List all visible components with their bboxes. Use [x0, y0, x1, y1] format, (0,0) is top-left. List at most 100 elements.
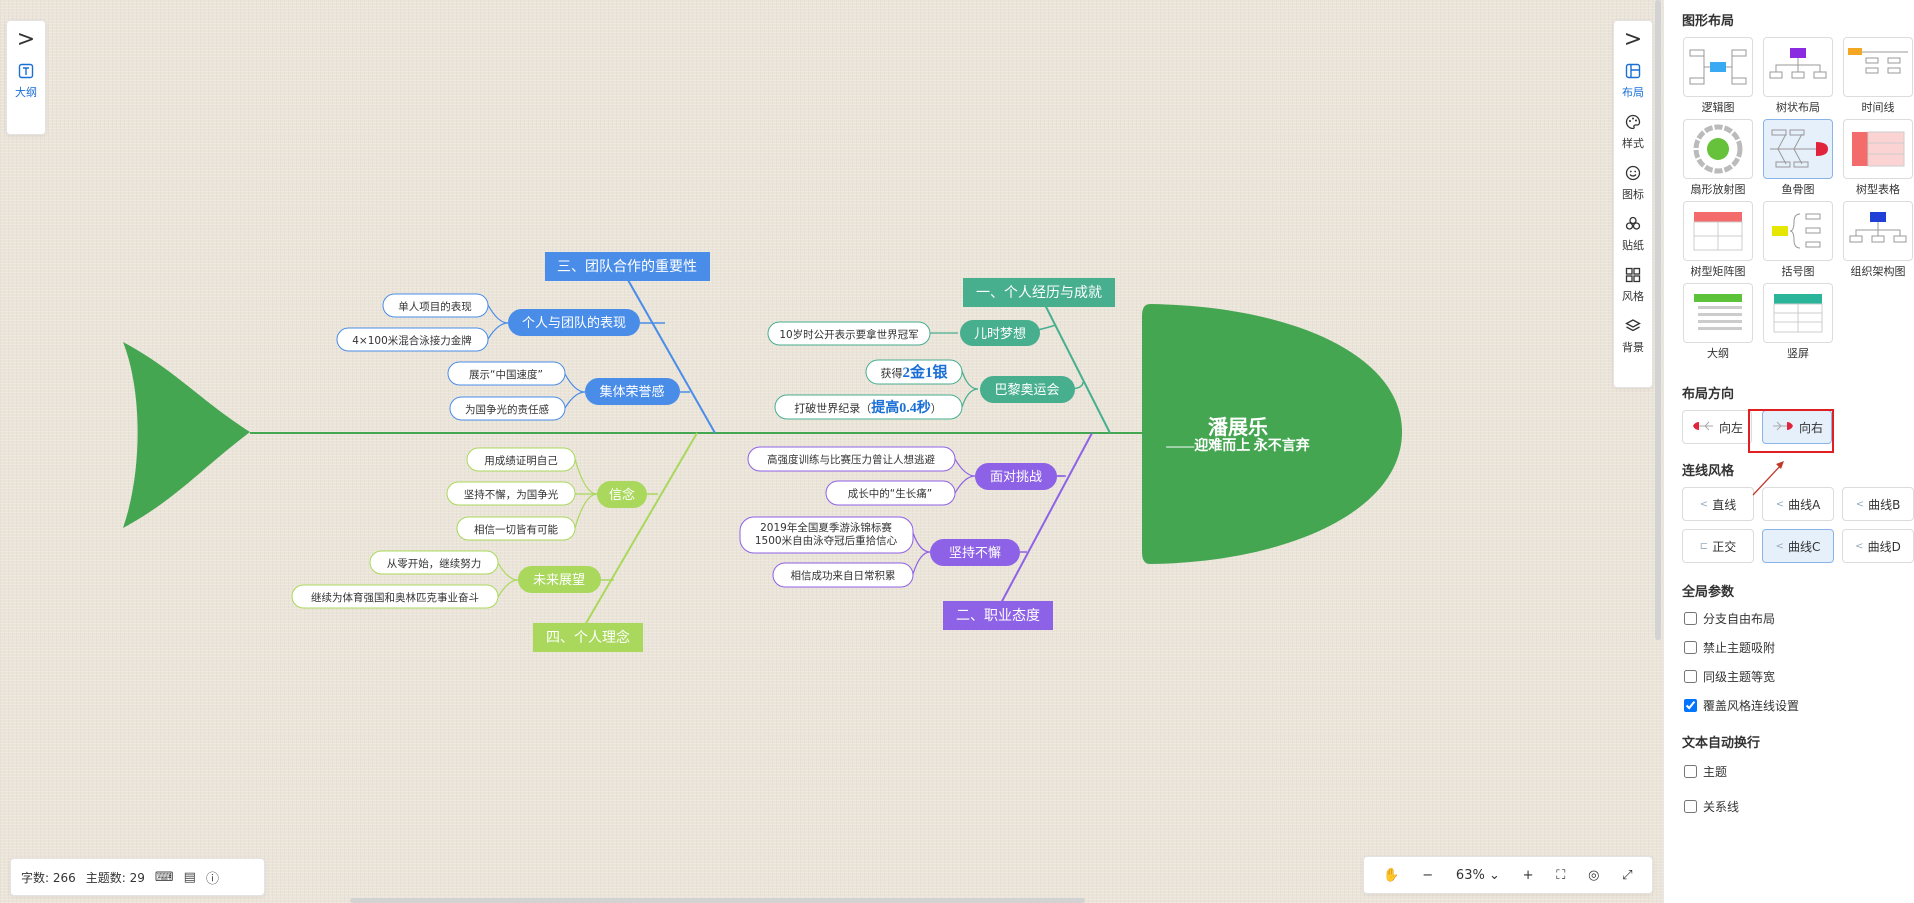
layout-timeline[interactable]: 时间线	[1842, 37, 1914, 115]
free-branch-checkbox[interactable]	[1684, 612, 1697, 625]
logic-map-icon	[1683, 37, 1753, 97]
b2-sub-2[interactable]	[930, 539, 1020, 566]
b3-sub-1[interactable]	[508, 309, 640, 336]
layout-tree-table[interactable]: 树型表格	[1842, 119, 1914, 197]
b1-leaf-3-text: 打破世界纪录（提高0.4秒）	[794, 399, 942, 416]
fish-right-icon	[1771, 420, 1795, 435]
b2-leaf-4[interactable]	[772, 562, 914, 588]
zoom-out-button[interactable]: −	[1422, 867, 1434, 883]
layout-radial[interactable]: 扇形放射图	[1682, 119, 1754, 197]
outline-label: 大纲	[15, 86, 37, 99]
branch-1-title[interactable]	[963, 278, 1115, 307]
fish-left-icon	[1691, 420, 1715, 435]
option-override-lines[interactable]: 覆盖风格连线设置	[1684, 697, 1906, 714]
b1-sub-1[interactable]	[960, 320, 1040, 346]
b3-leaf-4[interactable]	[449, 396, 566, 421]
zoom-level[interactable]: 63% ⌄	[1455, 867, 1500, 883]
branch-3-title-text: 三、团队合作的重要性	[557, 259, 697, 275]
b4-leaf-5[interactable]	[291, 584, 499, 609]
layout-tree-matrix[interactable]: 树型矩阵图	[1682, 201, 1754, 279]
b2-leaf-3[interactable]	[739, 516, 914, 554]
option-wrap-topic[interactable]: 主题	[1684, 763, 1906, 780]
tool-background[interactable]: 背景	[1614, 314, 1652, 365]
b1-leaf-3[interactable]	[774, 394, 963, 420]
layout-portrait[interactable]: 竖屏	[1762, 283, 1834, 361]
info-icon[interactable]: ⓘ	[205, 871, 219, 887]
b1-sub-2[interactable]	[980, 376, 1075, 403]
b2-sub-1[interactable]	[975, 463, 1057, 490]
fit-screen-icon[interactable]: ⛶	[1556, 867, 1566, 883]
tool-icon[interactable]: 图标	[1614, 161, 1652, 212]
outline-button[interactable]: 大纲	[7, 59, 45, 109]
layout-org-chart[interactable]: 组织架构图	[1842, 201, 1914, 279]
layout-outline[interactable]: 大纲	[1682, 283, 1754, 361]
override-lines-checkbox[interactable]	[1684, 699, 1697, 712]
b1-leaf-2[interactable]	[865, 359, 963, 385]
right-toolbar: > 布局 样式 图标 贴纸 风格 背景	[1613, 20, 1653, 388]
b4-sub-1-text: 信念	[609, 487, 635, 503]
hand-icon[interactable]: ✋	[1383, 867, 1400, 883]
b3-leaf-1[interactable]	[382, 293, 489, 318]
option-wrap-relation[interactable]: 关系线	[1684, 798, 1906, 815]
line-curve-b-button[interactable]: <曲线B	[1842, 487, 1914, 521]
tree-layout-icon	[1763, 37, 1833, 97]
layout-fishbone[interactable]: 鱼骨图	[1762, 119, 1834, 197]
tool-sticker[interactable]: 贴纸	[1614, 212, 1652, 263]
line-curve-a-button[interactable]: <曲线A	[1762, 487, 1834, 521]
fullscreen-icon[interactable]: ⤢	[1622, 867, 1633, 883]
tool-theme[interactable]: 风格	[1614, 263, 1652, 314]
b1-sub-2-text: 巴黎奥运会	[994, 383, 1059, 398]
b3-leaf-3[interactable]	[447, 361, 566, 386]
wrap-topic-checkbox[interactable]	[1684, 765, 1697, 778]
branch-4-title[interactable]	[533, 623, 643, 652]
layout-bracket[interactable]: 括号图	[1762, 201, 1834, 279]
line-curve-d-button[interactable]: <曲线D	[1842, 529, 1914, 563]
horizontal-scrollbar[interactable]	[350, 898, 1085, 903]
option-free-branch[interactable]: 分支自由布局	[1684, 610, 1906, 627]
direction-section-title: 布局方向	[1682, 387, 1735, 402]
grid-style-icon	[1614, 267, 1652, 287]
option-no-snap[interactable]: 禁止主题吸附	[1684, 639, 1906, 656]
mindmap-canvas[interactable]: 潘展乐 ——迎难而上 永不言弃 一、个人经历与成就 儿时梦想 10岁时公开表示要…	[0, 0, 1663, 903]
b2-leaf-1[interactable]	[747, 446, 956, 472]
option-equal-width[interactable]: 同级主题等宽	[1684, 668, 1906, 685]
b3-sub-2[interactable]	[585, 378, 680, 405]
line-curve-c-button[interactable]: <曲线C	[1762, 529, 1834, 563]
tool-style[interactable]: 样式	[1614, 110, 1652, 161]
no-snap-checkbox[interactable]	[1684, 641, 1697, 654]
b4-leaf-1[interactable]	[466, 447, 576, 472]
direction-left-button[interactable]: 向左	[1682, 410, 1752, 444]
layout-logic[interactable]: 逻辑图	[1682, 37, 1754, 115]
b4-sub-2[interactable]	[518, 566, 601, 593]
keyboard-icon[interactable]: ⌨	[154, 869, 174, 885]
collapse-right-button[interactable]: >	[1623, 27, 1643, 52]
expand-left-button[interactable]: >	[16, 27, 36, 52]
b4-sub-1[interactable]	[597, 481, 647, 508]
layout-toggle-icon[interactable]: ▤	[183, 869, 196, 885]
locate-center-icon[interactable]: ◎	[1588, 867, 1600, 883]
vertical-scrollbar[interactable]	[1655, 0, 1661, 640]
b3-leaf-2[interactable]	[336, 327, 489, 352]
equal-width-checkbox[interactable]	[1684, 670, 1697, 683]
line-curve-d-icon: <	[1855, 540, 1864, 552]
b4-leaf-2[interactable]	[446, 481, 576, 506]
line-straight-button[interactable]: <直线	[1682, 487, 1754, 521]
sticker-icon	[1614, 216, 1652, 236]
fishbone-diagram[interactable]: 潘展乐 ——迎难而上 永不言弃 一、个人经历与成就 儿时梦想 10岁时公开表示要…	[0, 0, 1663, 903]
b4-leaf-4[interactable]	[369, 550, 499, 575]
fish-head[interactable]	[1142, 304, 1402, 564]
wrap-relation-checkbox[interactable]	[1684, 800, 1697, 813]
branch-2-title[interactable]	[943, 601, 1053, 630]
tool-layout[interactable]: 布局	[1614, 59, 1652, 110]
left-toolbar: > 大纲	[6, 20, 46, 135]
head-title: 潘展乐	[1208, 415, 1268, 439]
line-orthogonal-button[interactable]: ⊏正交	[1682, 529, 1754, 563]
b2-leaf-2[interactable]	[825, 480, 956, 506]
layout-tree[interactable]: 树状布局	[1762, 37, 1834, 115]
timeline-icon	[1843, 37, 1913, 97]
b4-leaf-3[interactable]	[456, 516, 576, 541]
branch-3-title[interactable]	[545, 252, 710, 281]
zoom-in-button[interactable]: +	[1522, 867, 1534, 883]
layout-options: 逻辑图 树状布局 时间线 扇形放射图 鱼骨图	[1682, 37, 1913, 361]
b1-leaf-1[interactable]	[767, 321, 931, 346]
